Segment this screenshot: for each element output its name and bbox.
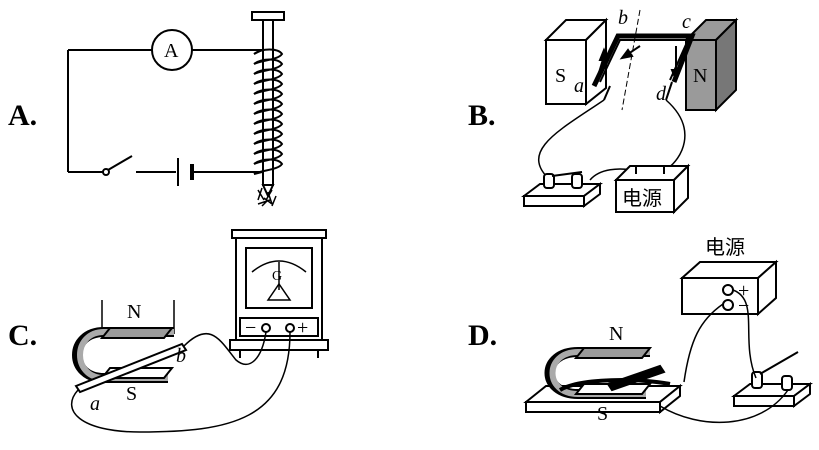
coil-turn	[253, 128, 284, 145]
nail	[251, 11, 285, 199]
d-minus: −	[738, 295, 749, 317]
c-end-b: b	[176, 345, 186, 367]
coil-turn	[253, 148, 284, 165]
magnet-s-block	[543, 17, 609, 107]
b-side-b: b	[618, 7, 628, 29]
option-a-circuit	[67, 49, 262, 173]
coil-turn	[253, 48, 284, 65]
d-conductor	[558, 364, 671, 392]
d-wires	[659, 289, 789, 424]
option-a-label: A.	[8, 99, 37, 132]
d-pole-s: S	[597, 403, 608, 425]
d-power-source	[679, 259, 779, 317]
d-source-label: 电源	[705, 235, 745, 259]
current-arrows	[597, 45, 682, 83]
d-plus: +	[738, 280, 749, 302]
b-pole-n: N	[693, 65, 707, 87]
ammeter: A	[151, 29, 193, 71]
b-power-source	[613, 163, 691, 215]
battery-a	[177, 158, 194, 186]
c-pole-n: N	[127, 301, 141, 323]
option-b-label: B.	[468, 99, 496, 132]
option-c-label: C.	[8, 319, 37, 352]
b-pole-s: S	[555, 65, 566, 87]
option-c: C. N S a b	[8, 229, 329, 433]
iron-filings	[257, 187, 277, 207]
d-u-magnet	[544, 347, 653, 399]
option-a: A. A	[8, 11, 285, 207]
b-side-a: a	[574, 75, 584, 97]
b-side-c: c	[682, 11, 691, 33]
b-side-d: d	[656, 83, 667, 105]
ammeter-symbol: A	[164, 40, 179, 62]
b-switch	[521, 171, 603, 208]
coil-turn	[253, 68, 284, 85]
coil-turn	[253, 88, 284, 105]
c-pole-s: S	[126, 383, 137, 405]
switch-a	[102, 155, 133, 176]
coil-lead-bottom	[253, 171, 263, 175]
d-pole-n: N	[609, 323, 623, 345]
option-d: D. 电源 + − N S	[468, 235, 813, 425]
option-d-label: D.	[468, 319, 497, 352]
coil-turn	[253, 118, 284, 135]
c-wires	[71, 331, 291, 433]
c-meter-minus: −	[245, 317, 256, 339]
coil-turn	[253, 98, 284, 115]
option-b: B. S N a b c d	[468, 7, 739, 215]
c-meter-plus: +	[297, 317, 308, 339]
c-meter-g: G	[272, 269, 282, 284]
magnet-n-block	[683, 17, 739, 113]
c-conductor-rod	[74, 342, 188, 394]
c-end-a: a	[90, 393, 100, 415]
coil-turn	[253, 108, 284, 125]
coil-turn	[253, 138, 284, 155]
coil-turn	[253, 158, 284, 175]
coil-lead-top	[253, 49, 263, 55]
b-source-label: 电源	[622, 186, 662, 210]
d-switch	[731, 351, 813, 408]
coil-turn	[253, 58, 284, 75]
coil	[253, 48, 284, 175]
c-galvanometer	[229, 229, 329, 358]
coil-turn	[253, 78, 284, 95]
